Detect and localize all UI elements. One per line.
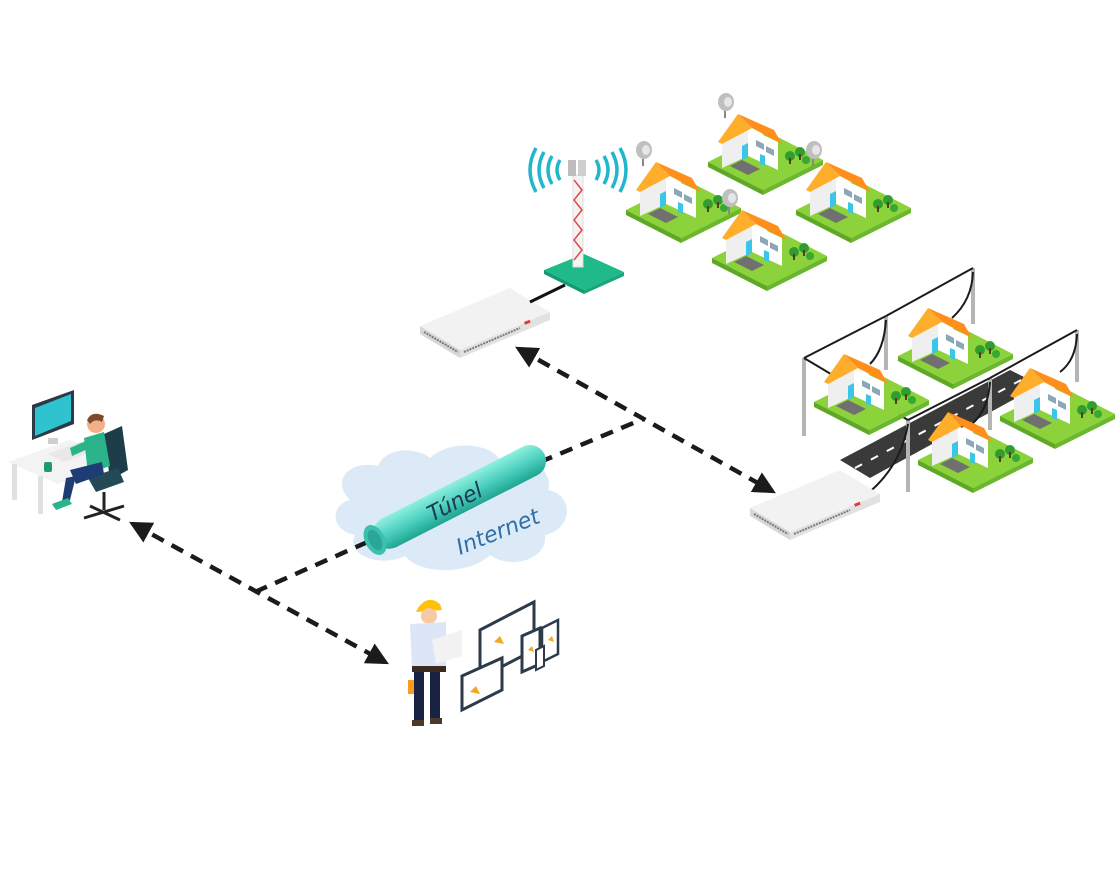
- house-with-antenna-icon: [796, 141, 911, 243]
- radio-tower-icon: [528, 147, 628, 294]
- house-with-antenna-icon: [708, 93, 823, 195]
- tunnel-pipe: Túnel: [363, 445, 547, 555]
- wired-neighborhood: [802, 267, 1115, 499]
- connection-lines: [129, 346, 776, 665]
- router-wireless-icon: [419, 287, 551, 359]
- router-fiber-icon: [749, 469, 881, 541]
- link-junction-tunnel: [254, 537, 373, 595]
- desk-operator-icon: [8, 390, 128, 522]
- multi-device-screens-icon: [460, 599, 560, 713]
- house-icon: [898, 308, 1013, 389]
- link-tunnel-junction: [539, 416, 644, 465]
- field-technician-icon: [408, 599, 462, 726]
- link-operator-technician: [129, 521, 389, 665]
- link-router-router: [515, 346, 776, 494]
- wireless-houses: [626, 93, 911, 291]
- signal-waves-icon: [528, 147, 628, 193]
- cable-router-tower: [529, 283, 566, 304]
